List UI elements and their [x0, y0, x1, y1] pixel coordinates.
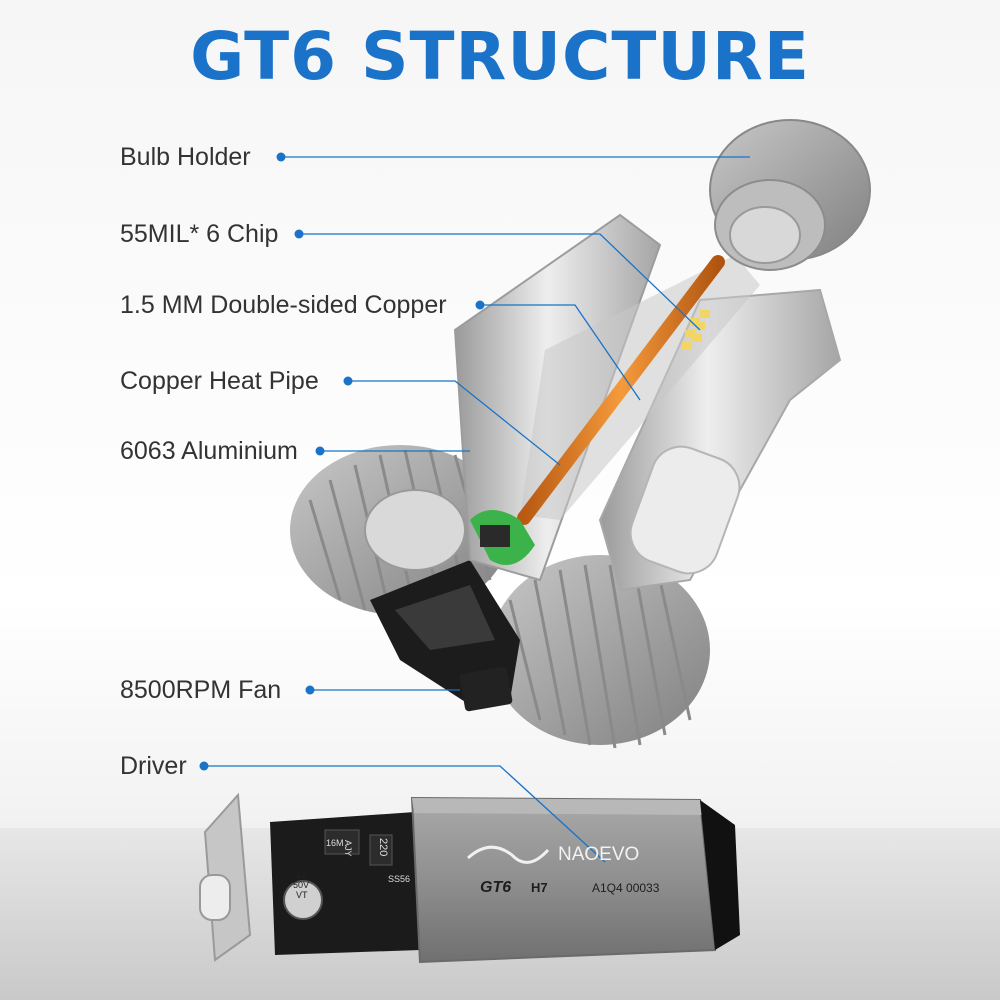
leader-copper [480, 304, 641, 401]
driver-model-text: GT6 [480, 879, 511, 896]
driver-assembly [199, 792, 740, 964]
driver-serial-text: A1Q4 00033 [592, 881, 660, 895]
callout-lines [204, 156, 750, 863]
leader-driver [204, 765, 606, 863]
aluminium-body [453, 213, 842, 592]
dot-heat-pipe [343, 376, 353, 386]
dot-driver [199, 761, 209, 771]
label-heat-pipe: Copper Heat Pipe [120, 367, 319, 395]
driver-box [410, 796, 717, 964]
capacitor-text-2: 50V [293, 880, 309, 890]
pcb-chip-text-2: AJY [343, 840, 353, 857]
dot-bulb-holder [276, 152, 286, 162]
page-title: GT6 STRUCTURE [190, 18, 810, 95]
pcb-chip-text-1: 16M [326, 838, 344, 848]
dot-aluminium [315, 446, 325, 456]
dot-copper [475, 300, 485, 310]
callout-dots [199, 152, 485, 771]
pcb-chip-text-4: SS56 [388, 874, 410, 884]
capacitor-text-3: VT [296, 890, 308, 900]
naoevo-logo [466, 845, 550, 864]
label-fan: 8500RPM Fan [120, 676, 282, 704]
dot-chip [294, 229, 304, 239]
bulb-assembly [290, 119, 871, 749]
capacitor [283, 880, 323, 920]
label-chip: 55MIL* 6 Chip [120, 220, 279, 248]
heatsink-right [490, 555, 710, 749]
driver-variant-text: H7 [531, 880, 548, 895]
copper-heat-pipe-shape [517, 255, 725, 525]
label-driver: Driver [120, 752, 187, 780]
driver-brand-text: NAOEVO [558, 844, 639, 865]
bulb-holder-shape [709, 119, 871, 271]
dot-fan [305, 685, 315, 695]
label-aluminium: 6063 Aluminium [120, 437, 298, 465]
fan-component [370, 560, 520, 712]
leader-heat-pipe [348, 380, 561, 466]
pcb-chip-text-3: 220 [377, 838, 389, 856]
capacitor-text-1: 22 [296, 870, 306, 880]
label-copper: 1.5 MM Double-sided Copper [120, 291, 447, 319]
leader-chip [299, 233, 701, 331]
label-bulb-holder: Bulb Holder [120, 143, 251, 171]
led-chips [682, 310, 710, 350]
green-pcb-ring [470, 510, 535, 565]
driver-connector [700, 800, 740, 950]
